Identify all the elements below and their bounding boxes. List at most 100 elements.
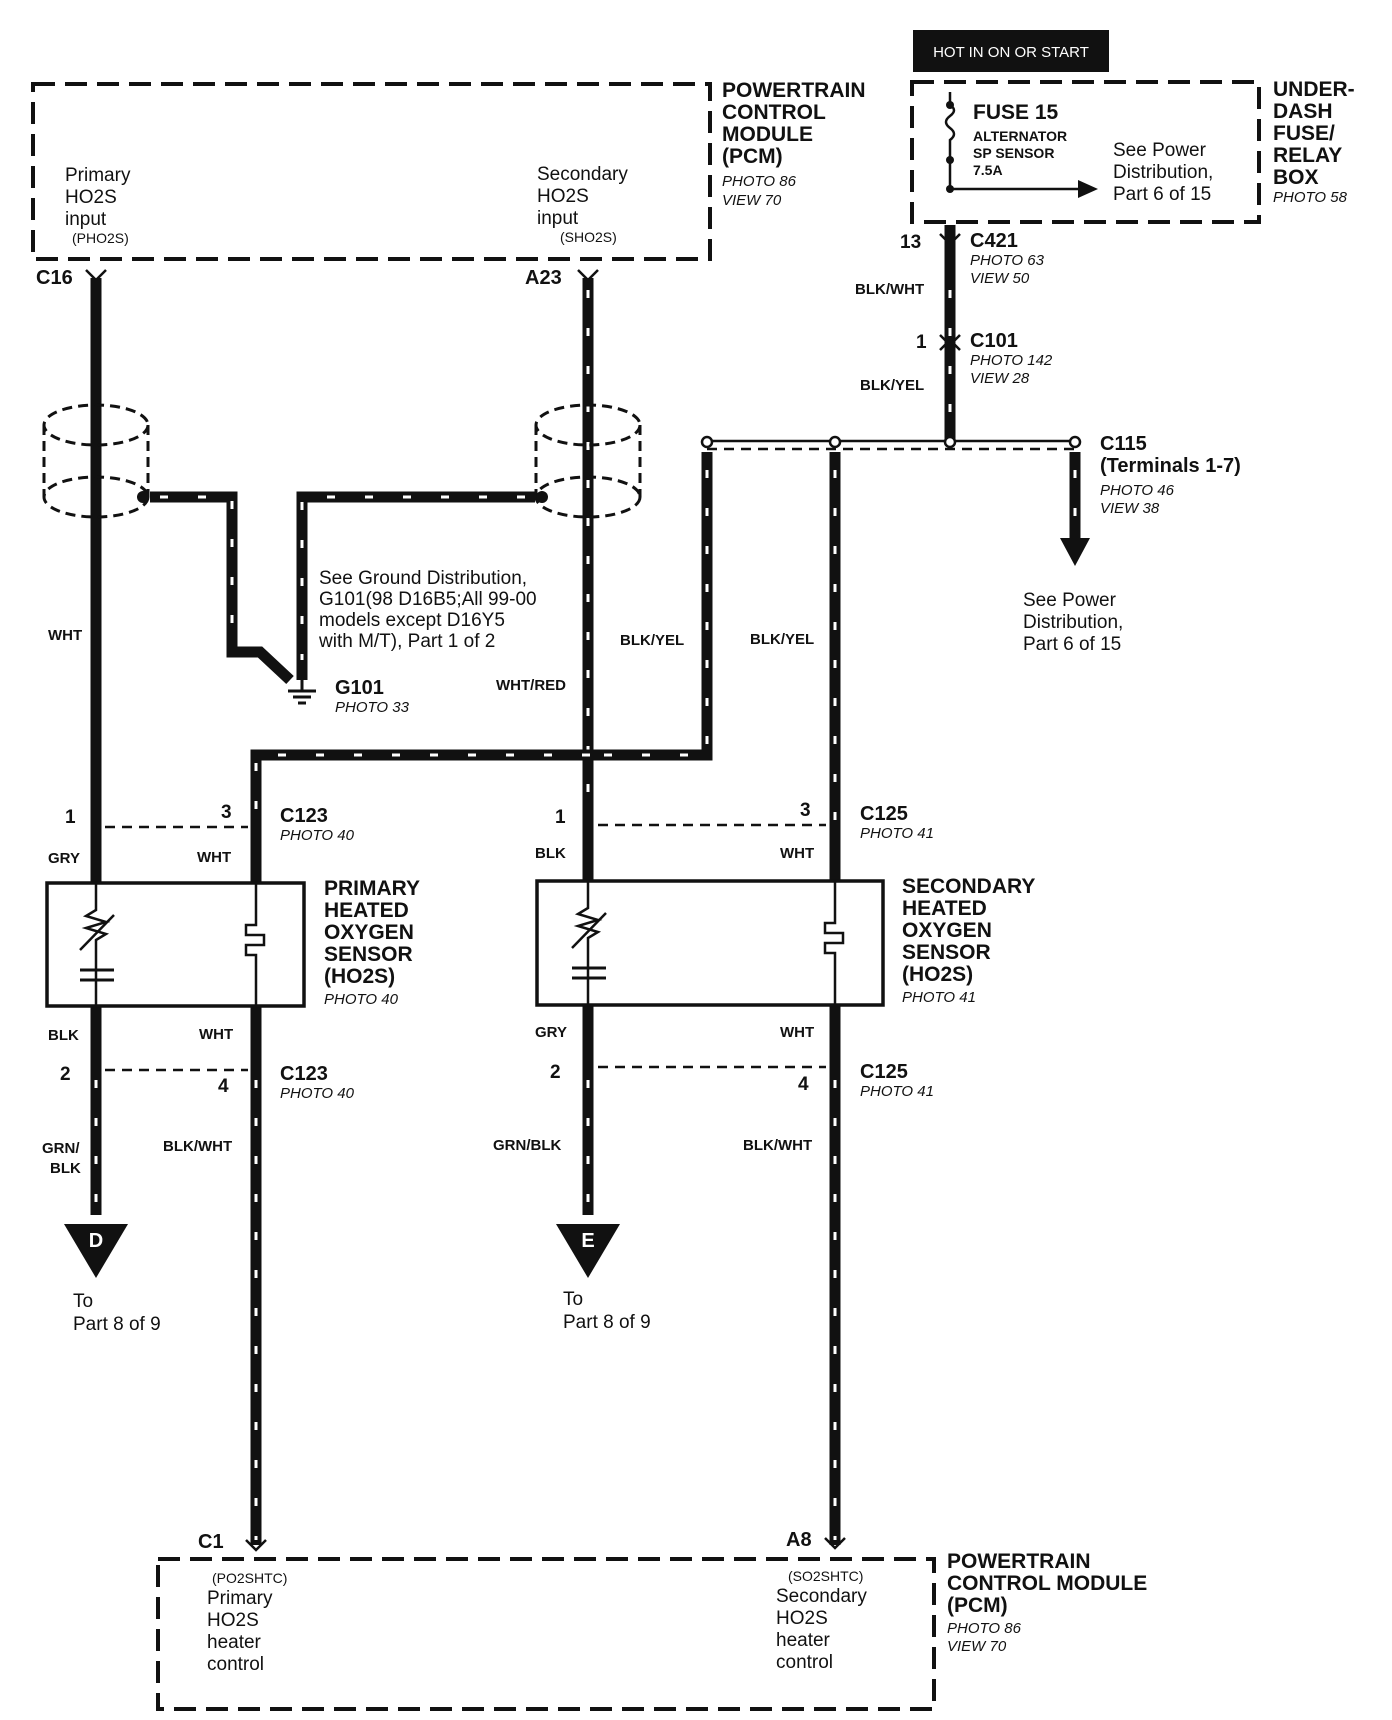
pin-c1: C1 [198,1531,224,1553]
wire-label-wht-d: WHT [780,1024,814,1041]
a8-connector-icon [824,1537,846,1550]
c421-photo: PHOTO 63 [970,252,1045,269]
c123-bot-pin-2: 2 [60,1064,71,1085]
arrow-down-icon [1060,538,1090,566]
primary-sensor-line-4: SENSOR [324,943,413,966]
offpage-d-line-2: Part 8 of 9 [73,1314,161,1335]
wire-label-blk-wht-b: BLK/WHT [743,1137,812,1154]
c125-top-pin-3: 3 [800,800,811,821]
pcm-bottom-title-3: (PCM) [947,1594,1008,1617]
wire-label-wht-a: WHT [197,849,231,866]
pcm-top-title-4: (PCM) [722,145,783,168]
fuse-see-2: Distribution, [1113,162,1213,183]
c421-connector-icon [939,233,961,246]
fuse-15: FUSE 15 ALTERNATOR SP SENSOR 7.5A See Po… [944,92,1213,205]
arrow-right-icon [1078,180,1098,198]
primary-ctrl-line-4: control [207,1654,264,1675]
offpage-arrow-icon [556,1224,620,1278]
primary-sensor-line-2: HEATED [324,899,409,922]
pcm-top-title-2: CONTROL [722,101,826,124]
pcm-top-title-1: POWERTRAIN [722,79,866,102]
wire-blk-yel-primary [590,452,713,761]
wire-label-wht-red: WHT/RED [496,677,566,694]
pin-c16: C16 [36,267,73,289]
wire-label-gry-s: GRY [535,1024,567,1041]
primary-sensor-photo: PHOTO 40 [324,991,399,1008]
secondary-input-line-3: input [537,208,579,229]
ground-icon [288,680,316,705]
wire-shield-drain-primary [150,491,294,685]
pcm-top-title-3: MODULE [722,123,813,146]
secondary-input-line-1: Secondary [537,164,628,185]
c421-pin: 13 [900,232,921,253]
wire-label-grn-blk-2: BLK [50,1160,81,1177]
hot-banner-text: HOT IN ON OR START [933,44,1089,61]
primary-input-line-2: HO2S [65,187,117,208]
fuse-box-title: UNDER- DASH FUSE/ RELAY BOX PHOTO 58 [1273,78,1355,206]
ground-see-3: models except D16Y5 [319,610,505,631]
secondary-sensor-line-4: SENSOR [902,941,991,964]
c421-name: C421 [970,230,1018,252]
c123-top-photo: PHOTO 40 [280,827,355,844]
hot-banner: HOT IN ON OR START [913,30,1109,72]
variable-resistor-icon [571,881,607,1005]
g101-name: G101 [335,677,384,699]
primary-sensor-line-5: (HO2S) [324,965,395,988]
c125-top: 1 3 C125 PHOTO 41 [555,800,934,842]
secondary-sensor-photo: PHOTO 41 [902,989,976,1006]
heater-element-icon [823,881,845,1005]
pcm-bottom-title-1: POWERTRAIN [947,1550,1091,1573]
offpage-arrow-icon [64,1224,128,1278]
c101-pin: 1 [916,332,927,353]
primary-sensor-line-3: OXYGEN [324,921,414,944]
ground-see-1: See Ground Distribution, [319,568,527,589]
offpage-e-line-1: To [563,1289,583,1310]
c125-bot-photo: PHOTO 41 [860,1083,934,1100]
offpage-e: E To Part 8 of 9 [556,1224,651,1333]
c101-photo: PHOTO 142 [970,352,1053,369]
secondary-sensor-label: SECONDARY HEATED OXYGEN SENSOR (HO2S) PH… [902,875,1035,1006]
c125-bot-name: C125 [860,1061,908,1083]
primary-ctrl-line-2: HO2S [207,1610,259,1631]
c115-name: C115 [1100,433,1147,455]
wire-label-blk-yel-a: BLK/YEL [620,632,684,649]
c125-bottom: 2 4 C125 PHOTO 41 [550,1061,934,1100]
variable-resistor-icon [79,883,115,1006]
c115-view: VIEW 38 [1100,500,1160,517]
wire-label-blk: BLK [535,845,566,862]
primary-sensor-label: PRIMARY HEATED OXYGEN SENSOR (HO2S) PHOT… [324,877,420,1008]
pcm-bottom-title-2: CONTROL MODULE [947,1572,1147,1595]
pcm-bottom-title: POWERTRAIN CONTROL MODULE (PCM) PHOTO 86… [947,1550,1147,1655]
secondary-input-line-2: HO2S [537,186,589,207]
primary-sensor-line-1: PRIMARY [324,877,420,900]
secondary-sensor-line-3: OXYGEN [902,919,992,942]
wire-label-blk-wht: BLK/WHT [855,281,924,298]
fuse-see-1: See Power [1113,140,1207,161]
primary-ctrl-line-1: Primary [207,1588,273,1609]
pcm-top-box [31,82,712,261]
fuse-see-3: Part 6 of 15 [1113,184,1211,205]
wire-label-wht-c: WHT [199,1026,233,1043]
c421-view: VIEW 50 [970,270,1030,287]
wire-label-wht-b: WHT [780,845,814,862]
pcm-bottom-primary: (PO2SHTC) Primary HO2S heater control [207,1570,287,1675]
ground-see-2: G101(98 D16B5;All 99-00 [319,589,537,610]
wire-label-blk-yel-b: BLK/YEL [750,631,814,648]
c123-top-pin-3: 3 [221,802,232,823]
c125-top-pin-1: 1 [555,807,566,828]
pin-a23: A23 [525,267,562,289]
c123-top-name: C123 [280,805,328,827]
pcm-top-title: POWERTRAIN CONTROL MODULE (PCM) PHOTO 86… [722,79,866,209]
fuse-desc-1: ALTERNATOR [973,128,1067,144]
secondary-ctrl-code: (SO2SHTC) [788,1568,863,1584]
c123-bot-photo: PHOTO 40 [280,1085,355,1102]
wire-label-wht: WHT [48,627,82,644]
pin-a8: A8 [786,1529,812,1551]
secondary-sensor-line-1: SECONDARY [902,875,1035,898]
see-power-2-line-2: Distribution, [1023,612,1123,633]
c115-photo: PHOTO 46 [1100,482,1175,499]
fuse-desc-3: 7.5A [973,162,1003,178]
fuse-symbol [944,92,956,190]
c1-connector-icon [245,1539,267,1552]
c101-connector-icon [939,334,961,351]
